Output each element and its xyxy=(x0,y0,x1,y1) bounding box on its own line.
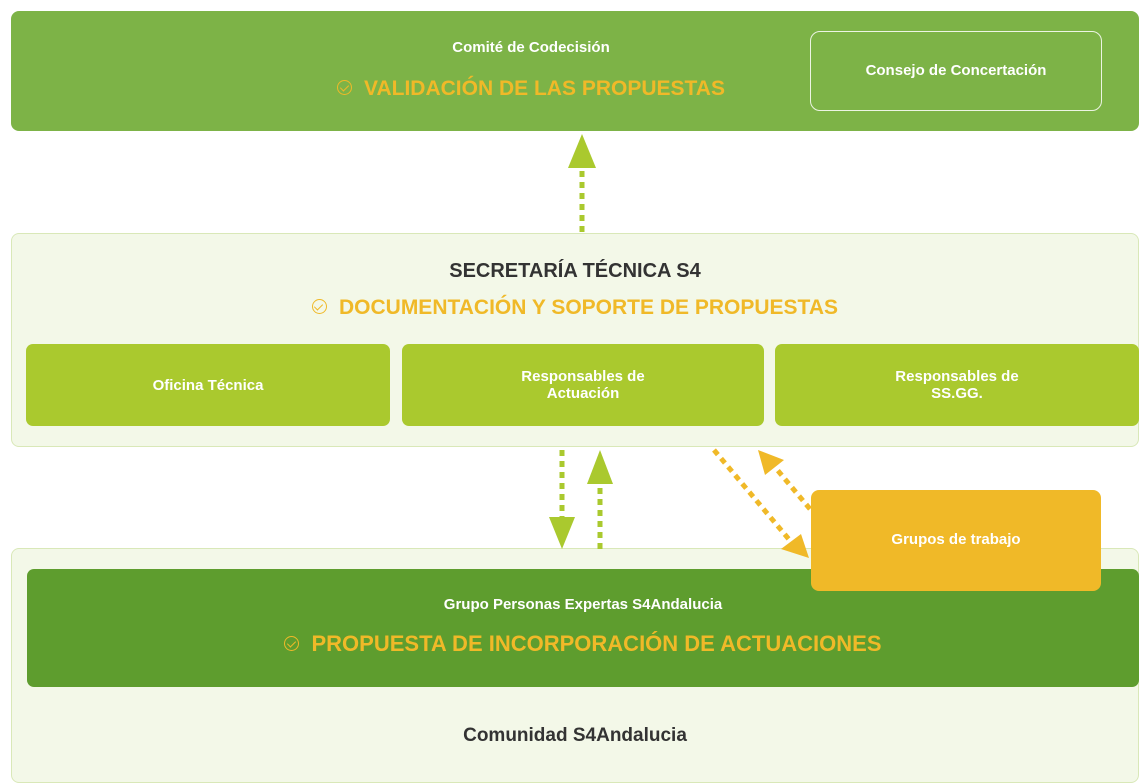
consejo-concertacion-box: Consejo de Concertación xyxy=(810,31,1102,111)
documentation-subtitle: DOCUMENTACIÓN Y SOPORTE DE PROPUESTAS xyxy=(12,296,1138,320)
card-oficina-tecnica: Oficina Técnica xyxy=(26,344,390,426)
proposal-subtitle: PROPUESTA DE INCORPORACIÓN DE ACTUACIONE… xyxy=(27,631,1139,657)
codecision-committee-band: Comité de Codecisión VALIDACIÓN DE LAS P… xyxy=(11,11,1139,131)
technical-secretariat-band: SECRETARÍA TÉCNICA S4 DOCUMENTACIÓN Y SO… xyxy=(11,233,1139,447)
arrow-from-working-groups xyxy=(758,450,812,511)
validation-subtitle: VALIDACIÓN DE LAS PROPUESTAS xyxy=(296,77,766,101)
check-circle-icon xyxy=(284,635,300,651)
card-label: Responsables de Actuación xyxy=(521,368,645,402)
check-circle-icon xyxy=(311,298,327,314)
arrow-to-working-groups xyxy=(712,448,809,558)
check-circle-icon xyxy=(337,79,353,95)
card-label: Responsables de SS.GG. xyxy=(895,368,1019,402)
proposal-subtitle-text: PROPUESTA DE INCORPORACIÓN DE ACTUACIONE… xyxy=(311,631,882,656)
arrow-down-to-experts xyxy=(549,450,575,549)
working-groups-box: Grupos de trabajo xyxy=(811,490,1101,591)
community-label: Comunidad S4Andalucia xyxy=(463,725,687,746)
validation-subtitle-text: VALIDACIÓN DE LAS PROPUESTAS xyxy=(364,77,725,100)
working-groups-label: Grupos de trabajo xyxy=(891,531,1021,548)
documentation-subtitle-text: DOCUMENTACIÓN Y SOPORTE DE PROPUESTAS xyxy=(338,296,838,319)
card-responsables-ssgg: Responsables de SS.GG. xyxy=(775,344,1139,426)
arrow-up-to-secretariat xyxy=(587,450,613,549)
card-label: Oficina Técnica xyxy=(152,376,264,394)
consejo-concertacion-label: Consejo de Concertación xyxy=(865,62,1047,79)
arrow-up-to-committee xyxy=(568,134,596,232)
codecision-committee-title: Comité de Codecisión xyxy=(452,39,610,56)
experts-group-title: Grupo Personas Expertas S4Andalucia xyxy=(443,596,723,613)
card-responsables-actuacion: Responsables de Actuación xyxy=(402,344,764,426)
technical-secretariat-title: SECRETARÍA TÉCNICA S4 xyxy=(449,260,701,282)
